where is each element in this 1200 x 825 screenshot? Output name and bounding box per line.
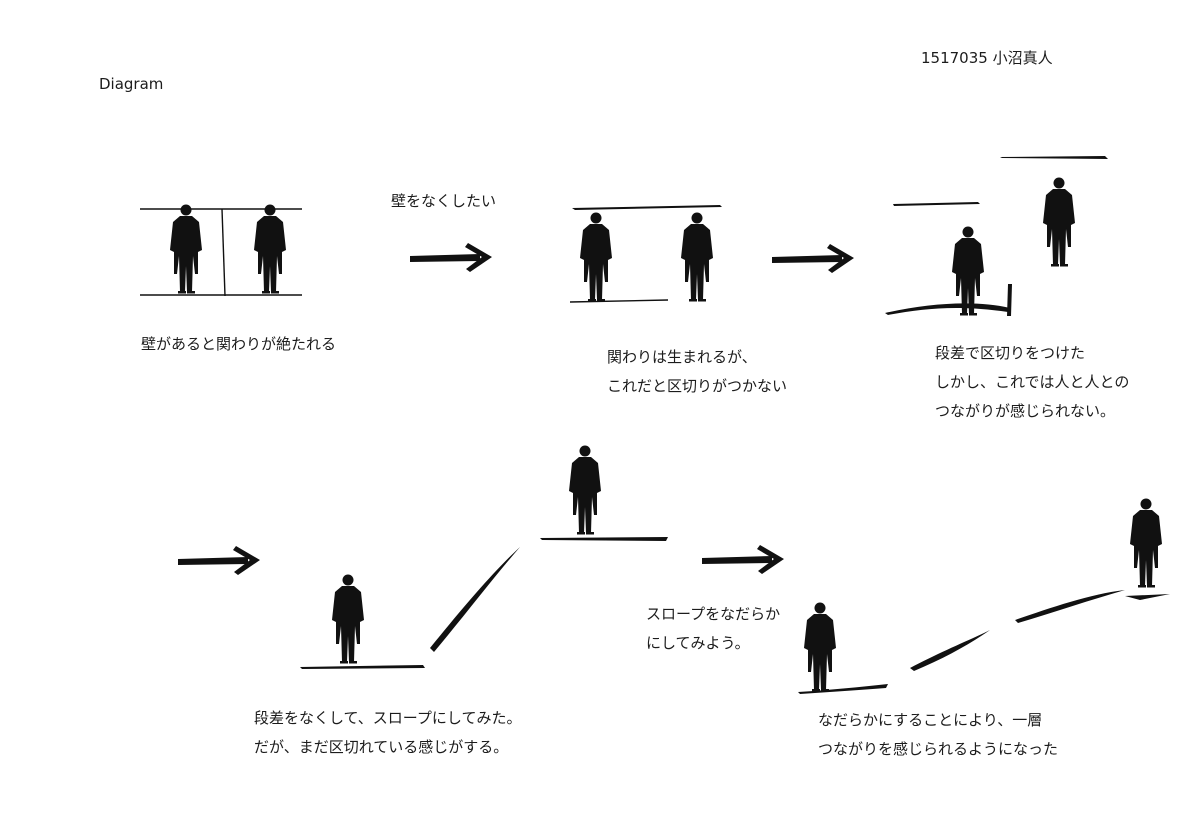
transition-caption-1: 壁をなくしたい <box>391 192 497 210</box>
wall-line <box>221 208 226 297</box>
step-caption-2: 関わりは生まれるが、 これだと区切りがつかない <box>607 348 788 395</box>
arrow-icon <box>702 545 784 574</box>
ceiling-line <box>572 205 722 210</box>
person-icon <box>332 574 364 664</box>
arrow-icon <box>772 244 854 273</box>
floor-line <box>569 299 669 303</box>
step-riser <box>1007 284 1012 316</box>
step-5-diagram <box>798 498 1170 694</box>
step-caption-5: なだらかにすることにより、一層 つながりを感じられるようになった <box>818 711 1059 758</box>
person-icon <box>952 226 984 316</box>
step-4-diagram <box>300 445 668 669</box>
floor-line <box>300 665 425 669</box>
upper-floor-line <box>540 537 668 541</box>
person-icon <box>254 204 286 294</box>
arrow-icon <box>178 546 260 575</box>
person-icon <box>681 212 713 302</box>
step-caption-4: 段差をなくして、スロープにしてみた。 だが、まだ区切れている感じがする。 <box>254 709 522 756</box>
person-icon <box>1043 177 1075 267</box>
ceiling-line <box>893 202 980 206</box>
slope-line <box>1015 590 1125 623</box>
person-icon <box>580 212 612 302</box>
person-icon <box>804 602 836 692</box>
step-caption-1: 壁があると関わりが絶たれる <box>141 335 337 353</box>
slope-line <box>430 547 520 652</box>
upper-floor-line <box>1125 594 1170 600</box>
transition-caption-4: スロープをなだらか にしてみよう。 <box>646 605 781 652</box>
diagram-label: Diagram <box>99 75 164 93</box>
author-id: 1517035 小沼真人 <box>921 49 1053 67</box>
step-1-diagram <box>140 204 302 297</box>
step-3-diagram <box>885 156 1108 316</box>
slope-line <box>910 630 990 671</box>
arrow-icon <box>410 243 492 272</box>
ceiling-line <box>1000 156 1108 159</box>
floor-line <box>885 303 1010 315</box>
floor-line <box>798 684 888 694</box>
person-icon <box>170 204 202 294</box>
person-icon <box>1130 498 1162 588</box>
step-2-diagram <box>569 205 722 303</box>
step-caption-3: 段差で区切りをつけた しかし、これでは人と人との つながりが感じられない。 <box>935 344 1130 420</box>
person-icon <box>569 445 601 535</box>
